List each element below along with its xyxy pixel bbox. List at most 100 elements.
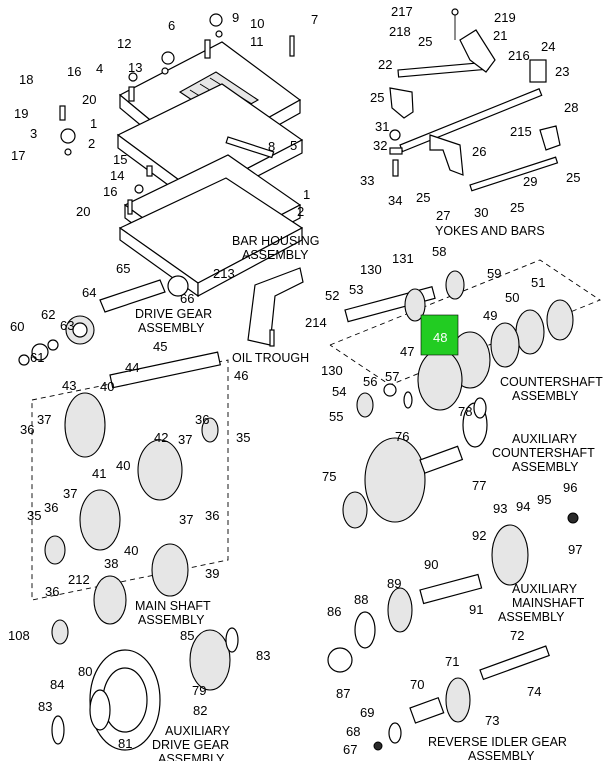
part-label: 80 [78,664,92,679]
part-label: 218 [389,24,411,39]
part-label: 65 [116,261,130,276]
part-label: 64 [82,285,96,300]
part-label: 63 [60,318,74,333]
part-label: 9 [232,10,239,25]
part-label: 90 [424,557,438,572]
part-label: 36 [195,412,209,427]
part-label: 96 [563,480,577,495]
part-label: 62 [41,307,55,322]
part-label: 26 [472,144,486,159]
part-label: 23 [555,64,569,79]
part-label: 37 [179,512,193,527]
part-label: 72 [510,628,524,643]
part-label: 88 [354,592,368,607]
part-label: 84 [50,677,64,692]
part-label: 22 [378,57,392,72]
part-label: 16 [103,184,117,199]
part-label: 130 [321,363,343,378]
part-label: 81 [118,736,132,751]
part-label: 59 [487,266,501,281]
countershaft-assembly [329,259,601,418]
part-label: 20 [76,204,90,219]
part-label: 58 [432,244,446,259]
part-label: 38 [104,556,118,571]
part-label: 61 [30,350,44,365]
part-label: 27 [436,208,450,223]
part-label: 69 [360,705,374,720]
part-label: 43 [62,378,76,393]
part-label: 19 [14,106,28,121]
part-label: 55 [329,409,343,424]
part-label: 76 [395,429,409,444]
part-label: 94 [516,499,530,514]
part-label: 82 [193,703,207,718]
part-label: 2 [297,204,304,219]
part-label: 5 [290,138,297,153]
part-label: 56 [363,374,377,389]
part-label: 91 [469,602,483,617]
part-label: 85 [180,628,194,643]
part-label: 13 [128,60,142,75]
part-label: 93 [493,501,507,516]
part-label: 45 [153,339,167,354]
part-label: 30 [474,205,488,220]
part-label: 25 [510,200,524,215]
part-label: 2 [88,136,95,151]
part-label: 16 [67,64,81,79]
part-label: 52 [325,288,339,303]
part-label: 39 [205,566,219,581]
part-label: 6 [168,18,175,33]
part-label: 77 [472,478,486,493]
part-label: 44 [125,360,139,375]
auxiliary-mainshaft-assembly [327,512,579,673]
part-label: 17 [11,148,25,163]
highlight-box-48[interactable]: 48 [420,314,459,356]
reverse-idler-gear-assembly [373,645,550,751]
part-label: 73 [485,713,499,728]
part-label: 74 [527,684,541,699]
part-label: 95 [537,492,551,507]
part-label: 50 [505,290,519,305]
part-label: 18 [19,72,33,87]
auxiliary-countershaft-assembly [342,397,488,529]
part-label: 108 [8,628,30,643]
part-label: 89 [387,576,401,591]
part-label: 34 [388,193,402,208]
part-label: 1 [303,187,310,202]
part-label: 35 [27,508,41,523]
drive-gear-assembly [18,275,189,366]
part-label: 54 [332,384,346,399]
main-shaft-assembly [31,351,229,645]
part-label: 213 [213,266,235,281]
part-label: 40 [116,458,130,473]
part-label: 83 [38,699,52,714]
part-label: 83 [256,648,270,663]
part-label: 1 [90,116,97,131]
part-label: 87 [336,686,350,701]
part-label: 92 [472,528,486,543]
part-label: 37 [63,486,77,501]
part-label: 37 [178,432,192,447]
part-label: 33 [360,173,374,188]
part-label: 70 [410,677,424,692]
part-label: 86 [327,604,341,619]
part-label: 36 [44,500,58,515]
part-label: 97 [568,542,582,557]
part-label: 28 [564,100,578,115]
part-label: 75 [322,469,336,484]
part-label: 36 [45,584,59,599]
part-label: 57 [385,369,399,384]
part-label: 3 [30,126,37,141]
part-label: 71 [445,654,459,669]
bar-housing-assembly [59,13,304,298]
part-label: 130 [360,262,382,277]
part-label: 217 [391,4,413,19]
part-label: 10 [250,16,264,31]
